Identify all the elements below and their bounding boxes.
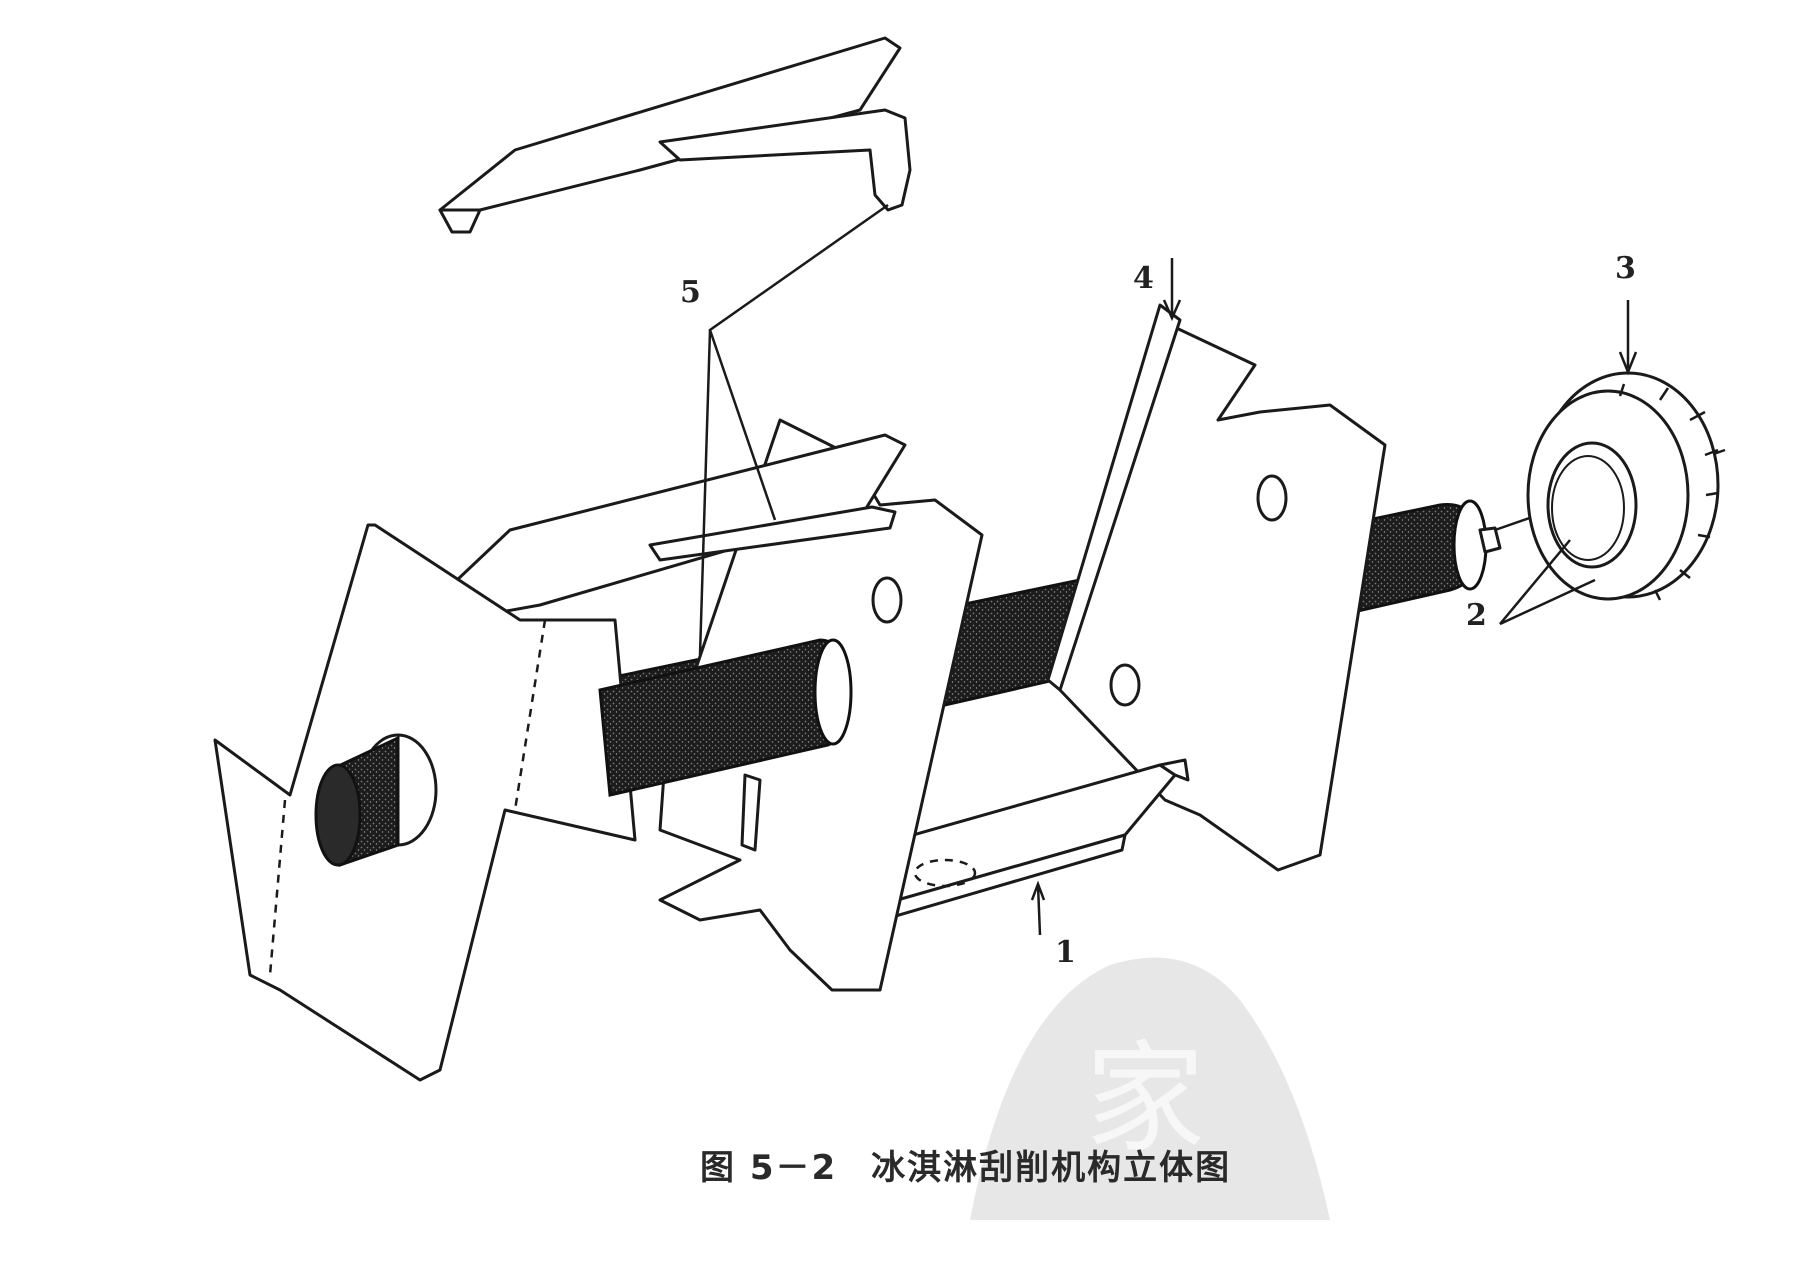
figure-caption: 图 5－2 冰淇淋刮削机构立体图 xyxy=(700,1140,1260,1200)
label-part-3: 3 xyxy=(1615,251,1636,286)
label-part-1: 1 xyxy=(1055,935,1076,970)
plate-part-4 xyxy=(1046,303,1387,872)
watermark: 家 xyxy=(970,957,1330,1220)
left-plate xyxy=(213,523,637,1082)
part-labels: 5 4 3 2 1 xyxy=(680,251,1636,970)
label-part-5: 5 xyxy=(680,275,701,310)
label-part-2: 2 xyxy=(1466,598,1487,633)
top-blade-part-5 xyxy=(438,36,912,234)
leader-lines xyxy=(698,203,1638,936)
bearing-ring-part-3 xyxy=(1526,371,1720,601)
front-shaft-segment xyxy=(598,638,853,797)
caption-title: 冰淇淋刮削机构立体图 xyxy=(871,1148,1232,1188)
caption-number: 图 5－2 xyxy=(700,1148,838,1188)
label-part-4: 4 xyxy=(1133,261,1154,296)
watermark-glyph: 家 xyxy=(1085,1030,1205,1169)
